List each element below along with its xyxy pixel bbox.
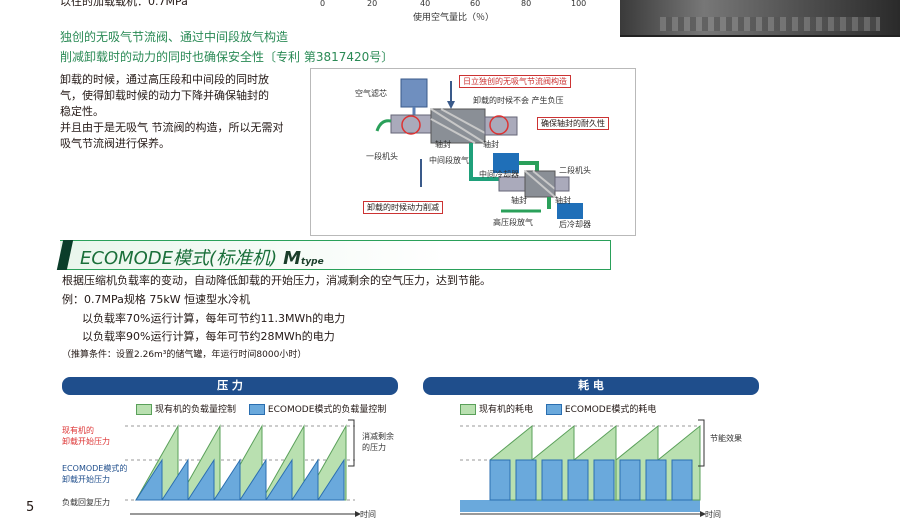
bracket-line: 消减剩余	[362, 432, 394, 441]
power-legend: 现有机的耗电 ECOMODE模式的耗电	[460, 402, 656, 415]
eco-power	[567, 459, 589, 501]
eco-sawtooth	[187, 458, 215, 501]
ylabel-eco: ECOMODE模式的 卸载开始压力	[62, 463, 127, 485]
label-shaft-seal: 轴封	[511, 196, 527, 205]
valve-diagram: 日立独创的无吸气节流阀构造 空气滤芯 卸载的时候不会 产生负压 确保轴封的耐久性…	[310, 68, 636, 236]
eco-sawtooth	[135, 458, 163, 501]
m-type-mark: Mtype	[283, 248, 324, 269]
x-axis-arrow	[700, 511, 706, 517]
label-no-negative: 卸载的时候不会 产生负压	[473, 96, 564, 105]
section-title-2: 削减卸载时的动力的同时也确保安全性〔专利 第3817420号〕	[60, 50, 394, 64]
ylabel-line: 卸载开始压力	[62, 475, 110, 484]
axis-tick: 80	[521, 0, 532, 8]
ylabel-line: 现有机的	[62, 426, 94, 435]
pressure-chart-header: 压 力	[62, 377, 398, 395]
legend-label: 现有机的负载量控制	[155, 405, 237, 415]
compressor-photo	[620, 0, 900, 37]
base-power-block	[460, 500, 700, 512]
eco-description: 根据压缩机负载率的变动，自动降低卸载的开始压力，消减剩余的空气压力，达到节能。	[62, 274, 491, 287]
axis-tick: 60	[470, 0, 481, 8]
ylabel-line: ECOMODE模式的	[62, 464, 128, 473]
power-chart-header: 耗 电	[423, 377, 759, 395]
para-line: 并且由于是无吸气 节流阀的构造，所以无需对	[60, 121, 284, 134]
power-marks	[460, 419, 706, 517]
eco-power	[671, 459, 693, 501]
eco-power	[645, 459, 667, 501]
eco-sawtooth	[265, 458, 293, 501]
eco-line-90: 以负载率90%运行计算，每年可节约28MWh的电力	[82, 330, 335, 343]
label-after-cooler: 后冷却器	[559, 220, 591, 229]
ecomode-title: ECOMODE模式(标准机)Mtype	[80, 244, 324, 270]
label-high-vent: 高压段放气	[493, 218, 533, 227]
section-paragraph: 卸载的时候，通过高压段和中间段的同时放 气，使得卸载时候的动力下降并确保轴封的 …	[60, 72, 305, 152]
legend-swatch-existing	[460, 404, 476, 415]
power-chart-svg	[460, 419, 706, 517]
eco-sawtooth	[291, 458, 319, 501]
section-title-1: 独创的无吸气节流阀、通过中间段放气构造	[60, 30, 289, 44]
label-stage1: 一段机头	[366, 152, 398, 161]
power-bracket-label: 节能效果	[710, 434, 742, 443]
pressure-chart-svg	[125, 419, 360, 517]
para-line: 气，使得卸载时候的动力下降并确保轴封的	[60, 89, 269, 102]
bracket-label: 消减剩余 的压力	[362, 431, 394, 453]
eco-example: 例：0.7MPa规格 75kW 恒速型水冷机	[62, 293, 251, 306]
heading-stripe	[56, 240, 74, 270]
legend-swatch-eco	[248, 404, 265, 415]
label-shaft-seal: 轴封	[483, 140, 499, 149]
eco-note: （推算条件：设置2.26m³的储气罐，年运行时间8000小时）	[62, 350, 307, 360]
legend-swatch-existing	[136, 404, 152, 415]
label-air-filter: 空气滤芯	[355, 89, 387, 98]
axis-label: 使用空气量比（％）	[413, 13, 495, 23]
pressure-xlabel: 时间	[360, 510, 376, 519]
eco-sawtooth	[213, 458, 241, 501]
label-mid-vent: 中间段放气	[429, 156, 469, 165]
pressure-legend: 现有机的负载量控制 ECOMODE模式的负载量控制	[136, 402, 386, 415]
label-stage2: 二段机头	[559, 166, 591, 175]
eco-power	[515, 459, 537, 501]
eco-sawtooth	[317, 458, 345, 501]
label-mid-cooler: 中间冷却器	[479, 170, 519, 179]
bracket	[348, 419, 355, 467]
legend-label: ECOMODE模式的耗电	[564, 405, 657, 415]
ylabel-reload: 负载回复压力	[62, 498, 110, 507]
power-xlabel: 时间	[705, 510, 721, 519]
ecomode-heading: ECOMODE模式(标准机)Mtype	[56, 240, 611, 270]
callout-shaft-seal: 确保轴封的耐久性	[537, 117, 609, 130]
axis-tick: 40	[420, 0, 431, 8]
callout-power-reduce: 卸载的时候动力削减	[363, 201, 443, 214]
cutoff-text: 以往的加载载机：0.7MPa	[60, 0, 188, 8]
legend-label: 现有机的耗电	[479, 405, 534, 415]
m-sub: type	[301, 257, 324, 267]
eco-sawtooth	[161, 458, 189, 501]
eco-line-70: 以负载率70%运行计算，每年可节约11.3MWh的电力	[82, 312, 346, 325]
x-axis-arrow	[355, 511, 360, 517]
ylabel-existing: 现有机的 卸载开始压力	[62, 425, 110, 447]
axis-tick: 100	[571, 0, 587, 8]
para-line: 卸载的时候，通过高压段和中间段的同时放	[60, 73, 269, 86]
axis-tick: 20	[367, 0, 378, 8]
legend-swatch-eco	[545, 404, 562, 415]
eco-power	[619, 459, 641, 501]
callout-top: 日立独创的无吸气节流阀构造	[459, 75, 571, 88]
eco-power	[593, 459, 615, 501]
para-line: 稳定性。	[60, 105, 104, 118]
ecomode-title-text: ECOMODE模式(标准机)	[80, 248, 278, 269]
axis-tick: 0	[320, 0, 326, 8]
eco-power	[541, 459, 563, 501]
page-number: 5	[26, 500, 35, 515]
pressure-marks	[125, 419, 360, 517]
legend-label: ECOMODE模式的负载量控制	[267, 405, 387, 415]
label-shaft-seal: 轴封	[435, 140, 451, 149]
m-letter: M	[283, 248, 302, 269]
label-shaft-seal: 轴封	[555, 196, 571, 205]
bracket-line: 的压力	[362, 443, 386, 452]
eco-sawtooth	[239, 458, 267, 501]
ylabel-line: 卸载开始压力	[62, 437, 110, 446]
diagram-graphics	[375, 78, 583, 219]
eco-power	[489, 459, 511, 501]
para-line: 吸气节流阀进行保养。	[60, 137, 170, 150]
bracket	[698, 419, 705, 467]
